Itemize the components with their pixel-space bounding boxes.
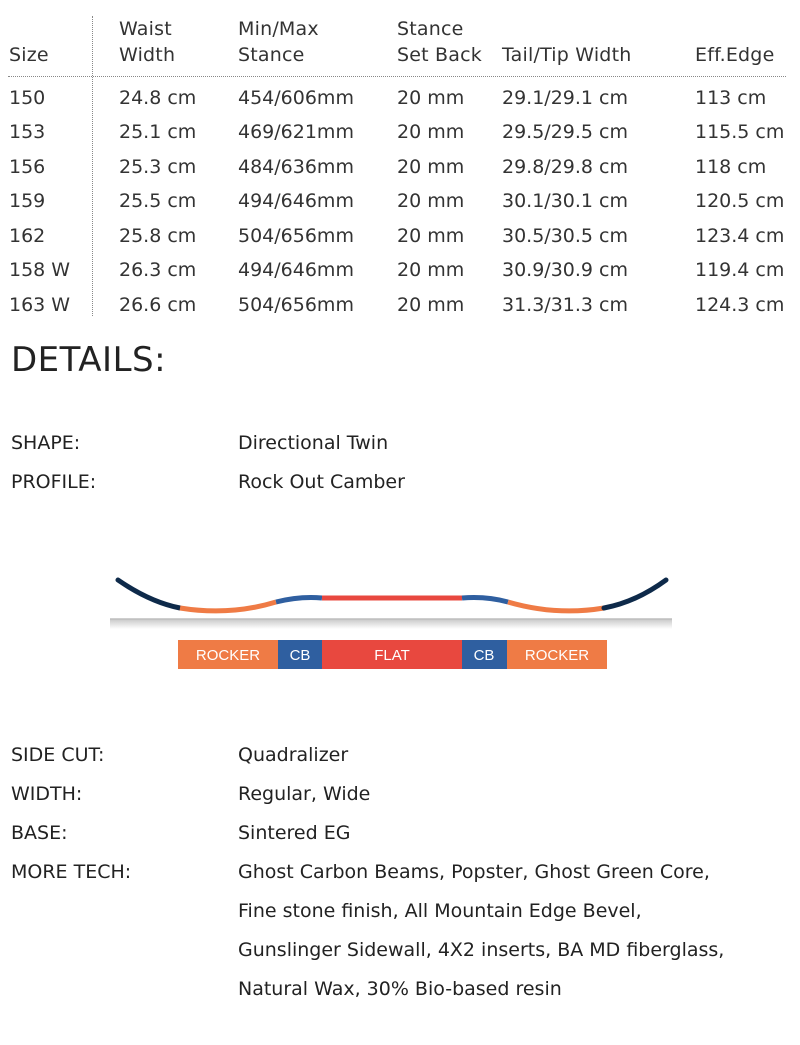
- header-size: Size: [9, 44, 49, 66]
- shape-value: Directional Twin: [238, 432, 389, 454]
- cell-stance: 504/656mm: [238, 225, 354, 247]
- width-value: Regular, Wide: [238, 783, 371, 805]
- cell-setback: 20 mm: [397, 259, 465, 281]
- segment-label-flat: FLAT: [374, 647, 410, 664]
- cell-setback: 20 mm: [397, 87, 465, 109]
- cell-stance: 469/621mm: [238, 121, 354, 143]
- nose-tip-section: [601, 577, 669, 611]
- cell-tail-tip: 29.1/29.1 cm: [502, 87, 629, 109]
- width-label: WIDTH:: [11, 783, 83, 805]
- header-divider: [8, 76, 786, 77]
- tail-tip-section: [115, 577, 183, 611]
- cell-tail-tip: 30.5/30.5 cm: [502, 225, 629, 247]
- rocker-section-left: [179, 599, 277, 614]
- shape-label: SHAPE:: [11, 432, 81, 454]
- profile-value: Rock Out Camber: [238, 471, 405, 493]
- cell-stance: 484/636mm: [238, 156, 354, 178]
- header-stance-line1: Min/Max: [238, 18, 319, 40]
- cell-size: 159: [9, 190, 46, 212]
- segment-camber-left: [278, 640, 322, 669]
- cell-tail-tip: 30.1/30.1 cm: [502, 190, 629, 212]
- cell-waist-width: 25.8 cm: [119, 225, 197, 247]
- segment-label-camber-right: CB: [474, 647, 495, 664]
- cell-setback: 20 mm: [397, 225, 465, 247]
- cell-eff-edge: 113 cm: [695, 87, 767, 109]
- more-tech-label: MORE TECH:: [11, 861, 132, 883]
- segment-label-rocker-left: ROCKER: [196, 647, 260, 664]
- details-heading: DETAILS:: [11, 340, 167, 380]
- segment-label-rocker-right: ROCKER: [525, 647, 589, 664]
- more-tech-line: Ghost Carbon Beams, Popster, Ghost Green…: [238, 861, 710, 883]
- header-waist-line2: Width: [119, 44, 176, 66]
- header-effective-edge: Eff.Edge: [695, 44, 775, 66]
- cell-size: 156: [9, 156, 46, 178]
- more-tech-line: Fine stone finish, All Mountain Edge Bev…: [238, 900, 642, 922]
- cell-eff-edge: 124.3 cm: [695, 294, 785, 316]
- header-setback-line1: Stance: [397, 18, 464, 40]
- cell-stance: 494/646mm: [238, 190, 354, 212]
- cell-size: 153: [9, 121, 46, 143]
- cell-waist-width: 25.1 cm: [119, 121, 197, 143]
- segment-camber-right: [462, 640, 507, 669]
- size-column-divider: [92, 16, 93, 316]
- cell-eff-edge: 123.4 cm: [695, 225, 785, 247]
- cell-tail-tip: 30.9/30.9 cm: [502, 259, 629, 281]
- segment-rocker-left: [178, 640, 278, 669]
- cell-size: 163 W: [9, 294, 71, 316]
- cell-tail-tip: 29.8/29.8 cm: [502, 156, 629, 178]
- camber-section-right: [461, 595, 509, 605]
- cell-eff-edge: 120.5 cm: [695, 190, 785, 212]
- sidecut-label: SIDE CUT:: [11, 744, 105, 766]
- cell-stance: 504/656mm: [238, 294, 354, 316]
- ground-shadow: [110, 619, 672, 629]
- base-value: Sintered EG: [238, 822, 351, 844]
- segment-flat: [322, 640, 462, 669]
- cell-eff-edge: 118 cm: [695, 156, 767, 178]
- cell-setback: 20 mm: [397, 156, 465, 178]
- cell-tail-tip: 31.3/31.3 cm: [502, 294, 629, 316]
- header-waist-line1: Waist: [119, 18, 172, 40]
- header-tail-tip-width: Tail/Tip Width: [502, 44, 632, 66]
- cell-waist-width: 25.3 cm: [119, 156, 197, 178]
- cell-stance: 454/606mm: [238, 87, 354, 109]
- rocker-section-right: [507, 599, 605, 614]
- cell-setback: 20 mm: [397, 294, 465, 316]
- cell-size: 150: [9, 87, 46, 109]
- header-stance-line2: Stance: [238, 44, 305, 66]
- segment-rocker-right: [507, 640, 607, 669]
- segment-label-camber-left: CB: [290, 647, 311, 664]
- more-tech-line: Natural Wax, 30% Bio-based resin: [238, 978, 562, 1000]
- header-setback-line2: Set Back: [397, 44, 482, 66]
- cell-waist-width: 24.8 cm: [119, 87, 197, 109]
- cell-waist-width: 26.3 cm: [119, 259, 197, 281]
- base-label: BASE:: [11, 822, 68, 844]
- board-profile-diagram: ROCKER CB FLAT CB ROCKER: [110, 577, 672, 669]
- cell-setback: 20 mm: [397, 121, 465, 143]
- profile-label: PROFILE:: [11, 471, 97, 493]
- more-tech-line: Gunslinger Sidewall, 4X2 inserts, BA MD …: [238, 939, 725, 961]
- cell-waist-width: 25.5 cm: [119, 190, 197, 212]
- camber-section-left: [275, 595, 323, 605]
- sidecut-value: Quadralizer: [238, 744, 349, 766]
- cell-waist-width: 26.6 cm: [119, 294, 197, 316]
- cell-size: 162: [9, 225, 46, 247]
- cell-tail-tip: 29.5/29.5 cm: [502, 121, 629, 143]
- cell-size: 158 W: [9, 259, 71, 281]
- cell-setback: 20 mm: [397, 190, 465, 212]
- cell-stance: 494/646mm: [238, 259, 354, 281]
- cell-eff-edge: 119.4 cm: [695, 259, 785, 281]
- cell-eff-edge: 115.5 cm: [695, 121, 785, 143]
